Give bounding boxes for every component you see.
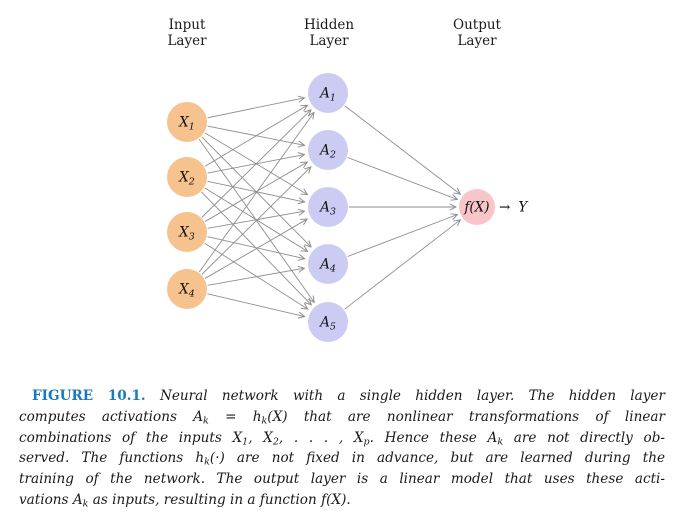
edge: [201, 110, 311, 218]
hidden-node-A2: [308, 130, 348, 170]
hidden-node-A1: [308, 73, 348, 113]
input-node-label-X1: X1: [178, 115, 195, 133]
edge: [204, 162, 307, 222]
edge: [344, 105, 461, 194]
input-node-X3: [167, 212, 207, 252]
subscript: 2: [272, 435, 279, 447]
output-response-label: →Y: [499, 200, 528, 216]
subscript: k: [203, 415, 209, 427]
layer-label-output: Layer: [457, 33, 497, 49]
subscript: k: [204, 456, 210, 468]
layer-label-hidden: Hidden: [304, 17, 354, 33]
output-node-label-fX: f(X): [463, 200, 489, 216]
input-node-label-X2: X2: [178, 170, 195, 188]
subscript: k: [82, 498, 89, 510]
subscript: p: [363, 435, 370, 447]
edge: [198, 112, 314, 273]
hidden-node-A5: [308, 302, 348, 342]
subscript: k: [261, 415, 268, 427]
hidden-node-A4: [308, 244, 348, 284]
caption-line: vations Ak as inputs, resulting in a fun…: [19, 491, 351, 510]
layer-label-input: Layer: [167, 33, 207, 49]
caption-line: FIGURE 10.1. Neural network with a singl…: [32, 388, 665, 404]
layer-label-output: Output: [453, 17, 502, 33]
caption-line: computes activations Ak = hk(X) that are…: [19, 408, 665, 427]
hidden-node-label-A5: A5: [318, 315, 336, 333]
layer-label-hidden: Layer: [309, 33, 349, 49]
edge: [204, 242, 308, 309]
hidden-output-edges: [344, 105, 461, 310]
edge: [347, 157, 458, 200]
hidden-node-label-A1: A1: [318, 86, 336, 104]
subscript: 1: [242, 435, 249, 447]
output-node-fX: [459, 189, 495, 225]
edge: [201, 167, 311, 275]
input-node-X2: [167, 157, 207, 197]
caption-line: combinations of the inputs X1, X2, . . .…: [19, 429, 665, 447]
edge: [207, 293, 304, 317]
edge: [347, 215, 458, 257]
layer-label-input: Input: [169, 17, 206, 33]
input-node-label-X4: X4: [178, 282, 195, 300]
edge: [344, 220, 461, 310]
input-node-X4: [167, 269, 207, 309]
edge: [207, 236, 304, 259]
hidden-node-label-A2: A2: [318, 143, 336, 161]
subscript: k: [497, 435, 504, 447]
neural-network-diagram: InputLayerHiddenLayerOutputLayerX1X2X3X4…: [167, 17, 528, 342]
edge: [207, 98, 305, 119]
hidden-node-label-A3: A3: [318, 200, 336, 218]
edge: [207, 211, 305, 229]
edge: [204, 105, 307, 167]
caption-line: served. The functions hk(·) are not fixe…: [19, 450, 666, 468]
input-node-X1: [167, 102, 207, 142]
figure-caption: FIGURE 10.1. Neural network with a singl…: [19, 386, 665, 511]
hidden-node-A3: [308, 187, 348, 227]
caption-line: training of the network. The output laye…: [19, 471, 665, 488]
input-node-label-X3: X3: [178, 225, 195, 243]
figure-number-label: FIGURE 10.1.: [32, 388, 146, 404]
input-hidden-edges: [198, 98, 314, 317]
hidden-node-label-A4: A4: [318, 257, 336, 275]
edge: [204, 219, 307, 279]
edge: [207, 268, 305, 286]
